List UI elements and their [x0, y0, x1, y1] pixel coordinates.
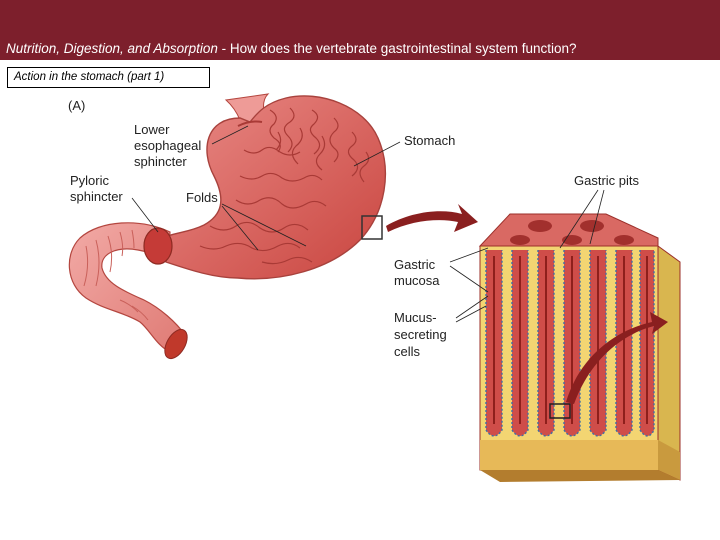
label-mucus-3: cells	[394, 344, 421, 359]
second-zoom-arrow	[566, 312, 668, 404]
label-mucus-2: secreting	[394, 327, 447, 342]
zoom-arrow	[386, 204, 478, 232]
label-pyloric-1: Pyloric	[70, 173, 110, 188]
label-stomach: Stomach	[404, 133, 455, 148]
leader-lines	[131, 125, 605, 323]
caption-box: Action in the stomach (part 1)	[7, 67, 210, 88]
label-gastric-mucosa-1: Gastric	[394, 257, 436, 272]
lower-esophageal-sphincter	[237, 120, 263, 127]
zoom-box-stomach	[361, 215, 383, 240]
subtitle-italic: Nutrition, Digestion, and Absorption	[6, 41, 218, 56]
label-gastric-mucosa-2: mucosa	[394, 273, 440, 288]
label-gastric-pits: Gastric pits	[574, 173, 640, 188]
panel-label: (A)	[68, 98, 85, 113]
duodenum-opening	[164, 328, 188, 360]
label-lower-esophageal-1: Lower	[134, 122, 170, 137]
subtitle-plain: - How does the vertebrate gastrointestin…	[217, 41, 577, 56]
label-lower-esophageal-2: esophageal	[134, 138, 201, 153]
caption-text: Action in the stomach (part 1)	[14, 71, 165, 83]
stomach-rugae	[199, 107, 370, 265]
zoom-box-tissue	[549, 403, 571, 419]
label-pyloric-2: sphincter	[70, 189, 123, 204]
stomach-body	[165, 95, 387, 280]
pyloric-sphincter	[143, 227, 173, 265]
label-folds: Folds	[186, 190, 218, 205]
label-lower-esophageal-3: sphincter	[134, 154, 187, 169]
slide-subtitle: Nutrition, Digestion, and Absorption - H…	[6, 41, 577, 56]
label-mucus-1: Mucus-	[394, 310, 437, 325]
title-banner	[0, 0, 720, 60]
duodenum-folds	[83, 229, 149, 321]
